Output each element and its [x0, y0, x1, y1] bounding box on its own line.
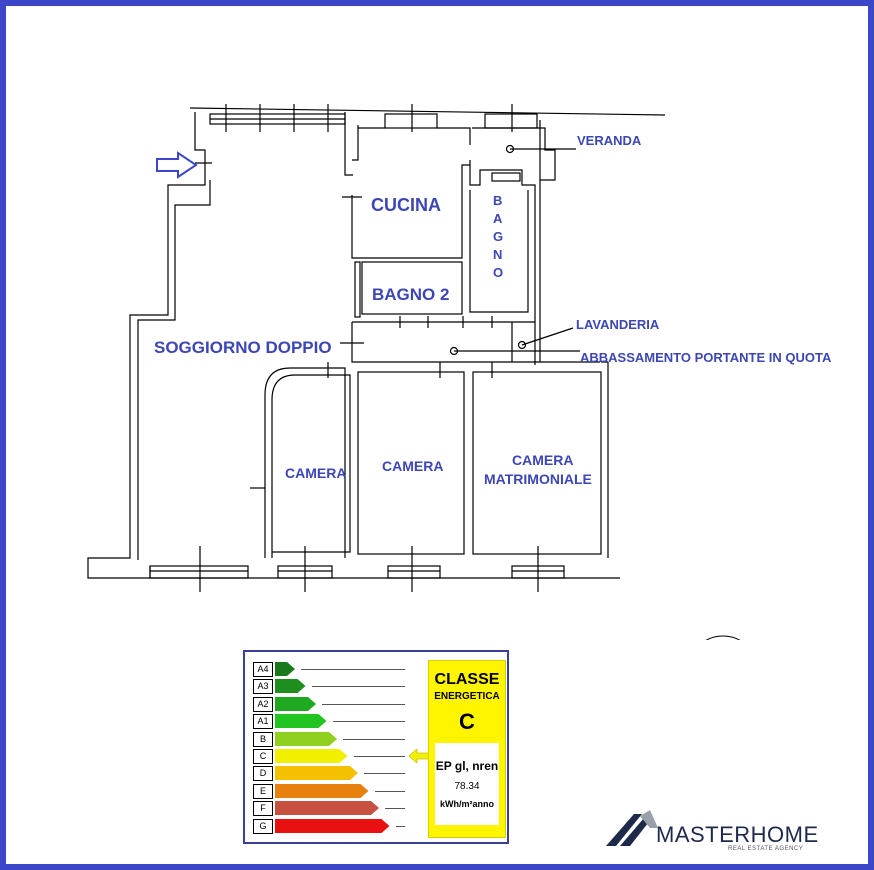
energy-band-label: E [253, 783, 273, 799]
energy-band-a1: A1 [253, 714, 423, 730]
energy-band-line [343, 738, 405, 740]
floor-plan: CUCINA B A G N O BAGNO 2 SOGGIORNO DOPPI… [87, 104, 832, 640]
energy-band-label: G [253, 818, 273, 834]
energy-band-arrow [275, 801, 379, 816]
energy-band-line [364, 773, 405, 775]
room-bagno-letter-1: B [493, 193, 502, 208]
room-bagno-2: BAGNO 2 [372, 285, 449, 304]
ep-box: EP gl, nren 78.34 kWh/m²anno [435, 743, 499, 825]
room-cucina: CUCINA [371, 195, 441, 215]
energy-band-line [311, 686, 405, 688]
energy-band-line [322, 703, 405, 705]
energy-band-label: A3 [253, 679, 273, 695]
room-bagno-letter-5: O [493, 265, 503, 280]
energy-class-title: CLASSE [434, 671, 500, 688]
energy-band-arrow [275, 679, 306, 694]
room-bagno-letter-3: G [493, 229, 503, 244]
room-bagno-letter-2: A [493, 211, 503, 226]
room-soggiorno-doppio: SOGGIORNO DOPPIO [154, 338, 332, 357]
energy-class-subtitle: ENERGETICA [434, 691, 500, 702]
energy-band-c: C [253, 749, 423, 764]
energy-band-label: D [253, 766, 273, 782]
current-class-pointer-icon [409, 749, 429, 763]
masterhome-logo-mark-icon [606, 810, 658, 846]
energy-band-line [395, 825, 405, 827]
energy-band-arrow [275, 749, 348, 763]
energy-band-label: A4 [253, 662, 273, 677]
energy-band-arrow [275, 818, 390, 833]
room-camera-matrimoniale-line2: MATRIMONIALE [484, 471, 592, 487]
energy-band-label: A2 [253, 696, 273, 712]
energy-band-arrow [275, 783, 369, 798]
energy-band-arrow [275, 696, 316, 711]
energy-band-line [332, 721, 405, 723]
energy-band-arrow [275, 766, 358, 781]
energy-band-label: F [253, 801, 273, 817]
ep-value: 78.34 [454, 781, 480, 792]
energy-band-line [374, 790, 405, 792]
energy-band-arrow [275, 731, 337, 746]
energy-class-letter: C [459, 709, 475, 734]
masterhome-logo-tagline: REAL ESTATE AGENCY [728, 846, 804, 852]
entry-arrow-icon [156, 151, 198, 179]
energy-band-arrow [275, 714, 327, 729]
energy-band-line [385, 808, 405, 810]
energy-band-d: D [253, 766, 423, 782]
ep-label: EP gl, nren [435, 759, 499, 773]
energy-band-label: B [253, 731, 273, 747]
energy-class-box: CLASSE ENERGETICA C EP gl, nren 78.34 kW… [428, 660, 506, 838]
room-camera-2: CAMERA [382, 458, 443, 474]
energy-band-a2: A2 [253, 696, 423, 712]
energy-band-a3: A3 [253, 679, 423, 695]
energy-band-line [353, 756, 405, 757]
compass-icon [705, 635, 741, 640]
room-camera-matrimoniale-line1: CAMERA [512, 452, 573, 468]
energy-band-label: C [253, 749, 273, 764]
energy-band-g: G [253, 818, 423, 834]
energy-band-arrow [275, 662, 295, 676]
masterhome-logo-text: MASTERHOME [656, 822, 819, 847]
room-bagno-letter-4: N [493, 247, 502, 262]
energy-band-a4: A4 [253, 662, 423, 677]
energy-band-e: E [253, 783, 423, 799]
energy-band-line [301, 669, 405, 670]
room-camera-1: CAMERA [285, 465, 346, 481]
energy-band-f: F [253, 801, 423, 817]
energy-band-label: A1 [253, 714, 273, 730]
ep-unit: kWh/m²anno [440, 799, 494, 809]
energy-band-b: B [253, 731, 423, 747]
masterhome-logo: MASTERHOME REAL ESTATE AGENCY [604, 806, 818, 856]
note-abbassamento: ABBASSAMENTO PORTANTE IN QUOTA [580, 350, 832, 365]
note-lavanderia: LAVANDERIA [576, 317, 660, 332]
note-veranda: VERANDA [577, 133, 642, 148]
